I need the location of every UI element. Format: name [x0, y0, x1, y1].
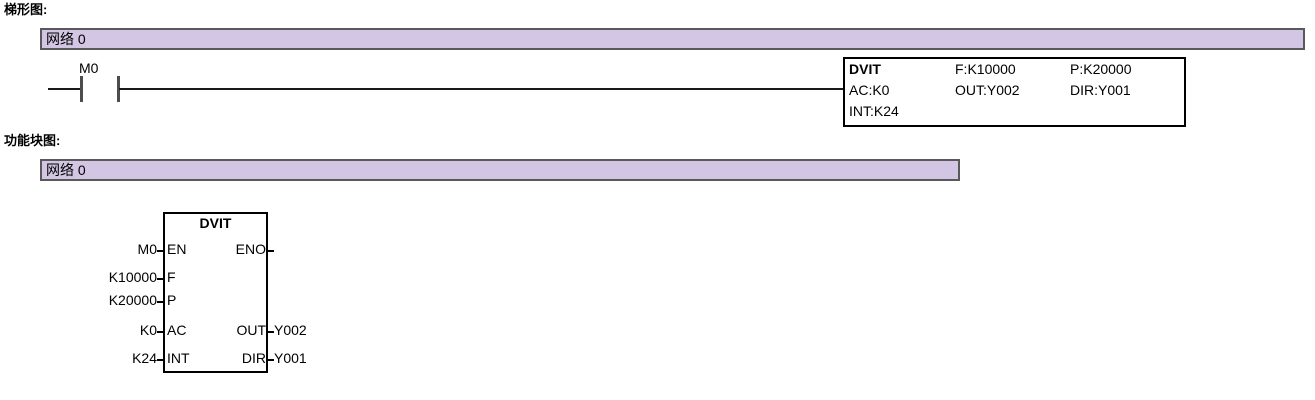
contact-operand-label: M0 [79, 60, 99, 76]
ld-cell-r1c2: DIR:Y001 [1070, 82, 1131, 98]
ld-cell-r1c0: AC:K0 [849, 82, 890, 98]
ld-cell-r2c0: INT:K24 [849, 103, 899, 119]
fbd-output-pin-eno: ENO [235, 241, 266, 257]
fbd-input-operand-ac: K0 [139, 322, 157, 338]
fbd-output-operand-dir: Y001 [274, 350, 307, 366]
ladder-section-heading: 梯形图: [4, 2, 48, 17]
ladder-instruction-box-dvit[interactable]: DVIT F:K10000 P:K20000 AC:K0 OUT:Y002 DI… [843, 57, 1186, 127]
contact-left-bar-icon [80, 76, 83, 102]
fbd-network-header[interactable]: 网络 0 [40, 159, 960, 181]
fbd-network-label: 网络 0 [46, 162, 86, 178]
ld-cell-r0c2: P:K20000 [1070, 61, 1132, 77]
contact-right-bar-icon [117, 76, 120, 102]
fbd-input-pin-en: EN [167, 241, 187, 257]
fbd-output-stub-dir [266, 359, 274, 361]
ld-cell-r0c1: F:K10000 [955, 61, 1016, 77]
fbd-output-stub-out [266, 331, 274, 333]
rung-wire-right [119, 88, 845, 90]
fbd-input-operand-f: K10000 [108, 269, 157, 285]
fbd-output-operand-out: Y002 [274, 322, 307, 338]
fbd-input-pin-int: INT [167, 350, 190, 366]
fbd-output-pin-dir: DIR [241, 350, 266, 366]
fbd-input-stub-ac [157, 331, 165, 333]
ladder-network-header[interactable]: 网络 0 [40, 28, 1305, 50]
fbd-input-pin-p: P [167, 292, 177, 308]
fbd-block-title: DVIT [199, 215, 232, 231]
fbd-block-dvit[interactable] [163, 212, 268, 373]
fbd-input-operand-p: K20000 [108, 292, 157, 308]
fbd-output-pin-out: OUT [236, 322, 266, 338]
fbd-input-pin-f: F [167, 269, 176, 285]
fbd-input-operand-en: M0 [137, 241, 157, 257]
fbd-input-stub-f [157, 278, 165, 280]
ld-cell-r1c1: OUT:Y002 [955, 82, 1020, 98]
ld-cell-r0c0: DVIT [849, 61, 881, 77]
fbd-input-stub-int [157, 359, 165, 361]
fbd-input-operand-int: K24 [132, 350, 157, 366]
fbd-output-stub-eno [266, 250, 274, 252]
fbd-input-stub-p [157, 301, 165, 303]
fbd-input-pin-ac: AC [167, 322, 187, 338]
fbd-section-heading: 功能块图: [4, 133, 61, 148]
rung-wire-left [48, 88, 81, 90]
ladder-network-label: 网络 0 [46, 31, 86, 47]
fbd-input-stub-en [157, 250, 165, 252]
